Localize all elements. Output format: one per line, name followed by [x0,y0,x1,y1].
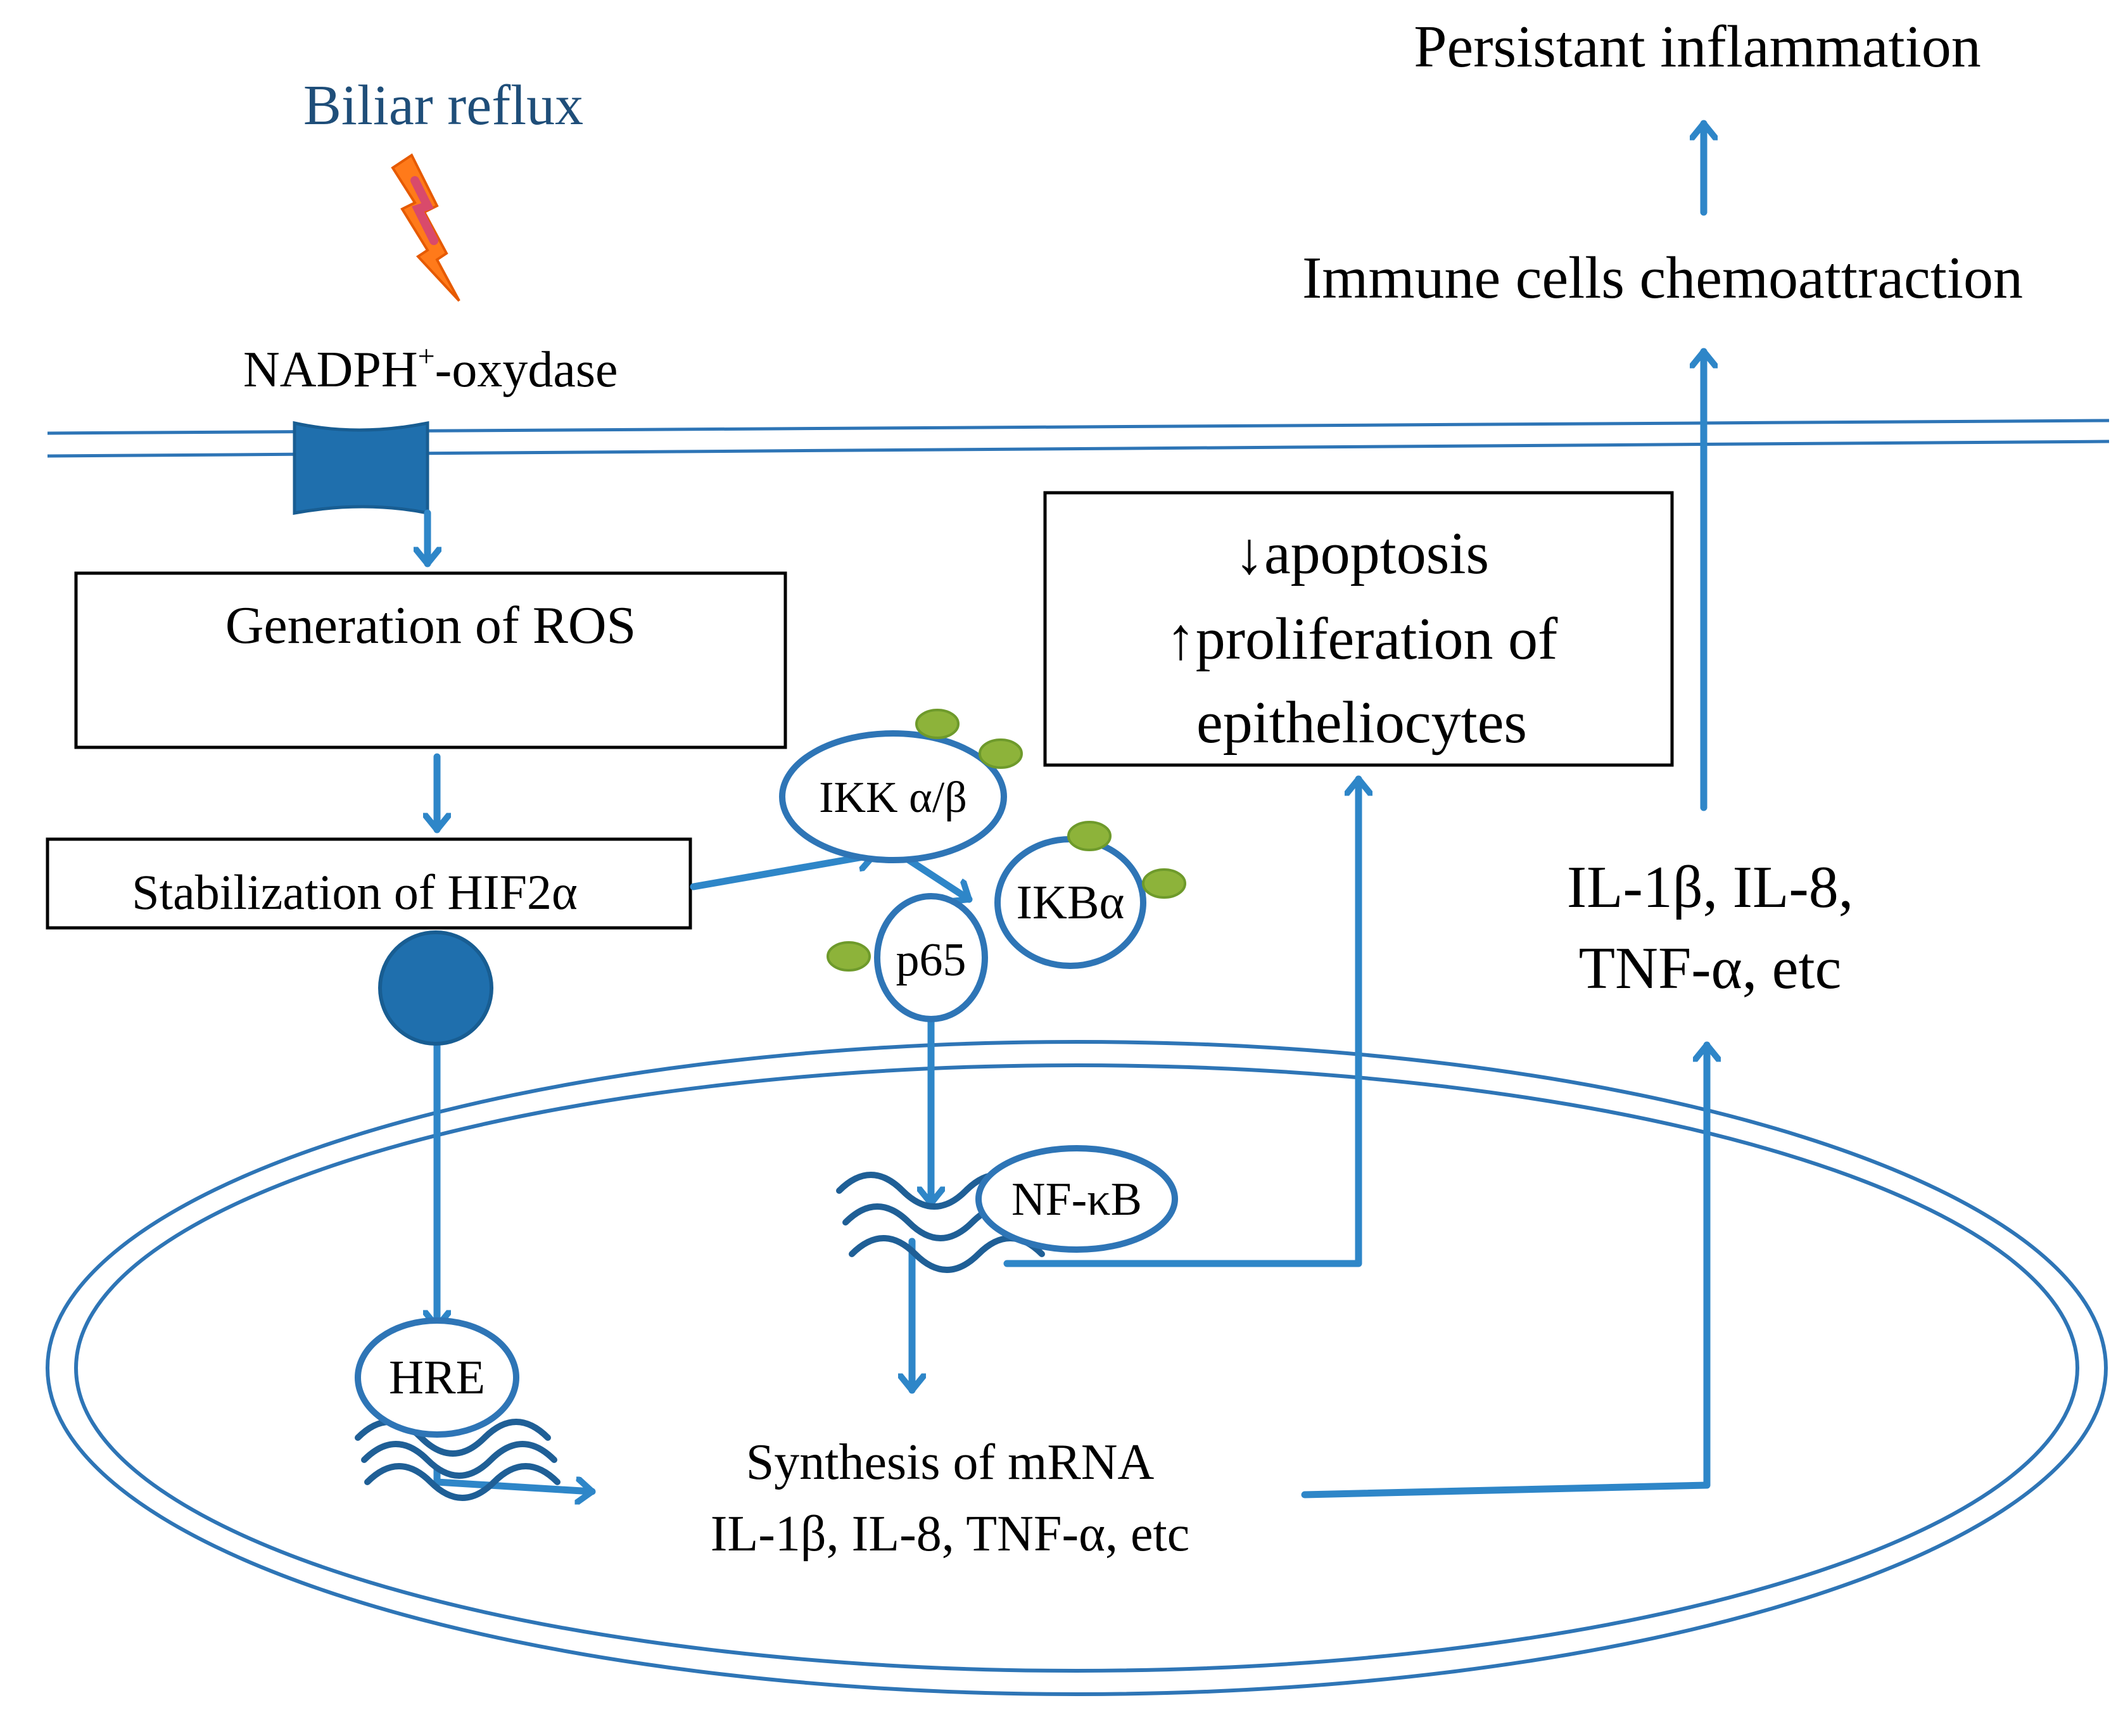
hre-oval [355,1317,519,1438]
immune-chemoattraction-label: Immune cells chemoattraction [1302,245,2023,311]
hif-complex-circle-icon [378,930,493,1046]
mrna-synthesis-label: Synthesis of mRNA [746,1435,1155,1490]
epitheliocytes-label: epitheliocytes [1196,690,1527,756]
cytokines-label-2: TNF-α, etc [1579,935,1842,1001]
nadph-oxidase-channel-icon [293,421,429,516]
ros-box [74,571,787,749]
arrow-hif-to-ikk [690,855,878,890]
arrow-nfkb-to-apoptosis [1003,775,1359,1267]
ikb-label: IKBα [1017,876,1125,929]
hif-label: Stabilization of HIF2α [132,865,578,920]
ikk-oval [779,730,1007,863]
mrna-cytokines-label: IL-1β, IL-8, TNF-α, etc [711,1506,1189,1562]
hre-label: HRE [389,1351,485,1404]
nucleus [46,1040,2108,1696]
nfkb-label: NF-κB [1011,1174,1142,1226]
arrows [428,120,1707,1498]
persistant-inflammation-label: Persistant inflammation [1414,14,1980,80]
phosphate-group-icon [827,709,1186,972]
p65-oval [874,893,988,1022]
nfkb-oval [975,1145,1178,1253]
biliar-reflux-label: Biliar reflux [303,74,583,137]
nadph-oxydase-label: NADPH+-oxydase [243,339,618,398]
cytokines-label-1: IL-1β, IL-8, [1567,854,1853,920]
proliferation-label: ↑proliferation of [1166,606,1558,672]
arrow-hre-to-mrna [433,1466,596,1492]
ros-label: Generation of ROS [225,596,637,655]
apoptosis-box [1043,491,1674,767]
p65-label: p65 [896,934,966,986]
lightning-icon [391,153,460,302]
arrow-mrna-to-cytokines [1301,1041,1707,1498]
apoptosis-label: ↓apoptosis [1234,521,1489,586]
ikk-label: IKK α/β [819,773,967,822]
hif-box [46,837,692,930]
